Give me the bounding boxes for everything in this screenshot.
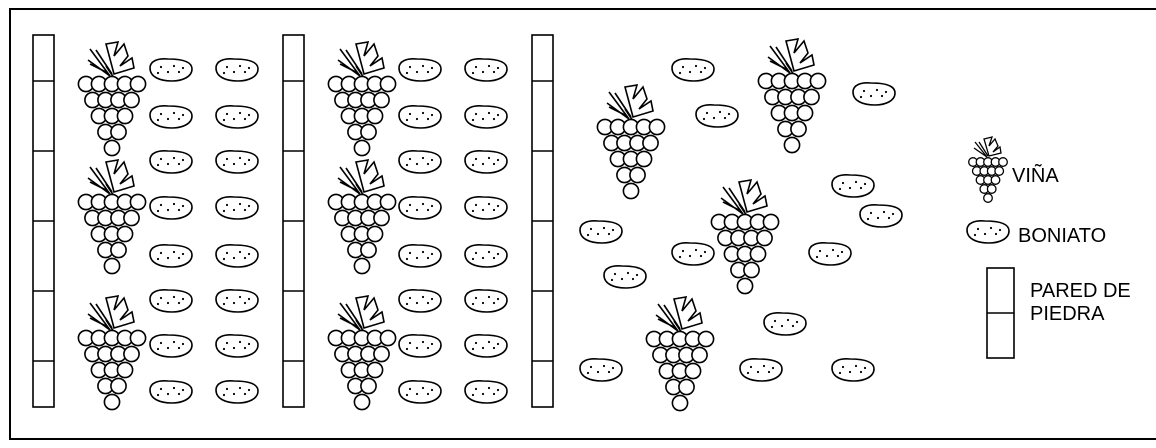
legend-label-boniato: BONIATO [1018, 225, 1106, 248]
sweet-potato-icon [399, 381, 441, 403]
sweet-potato-icon [399, 245, 441, 267]
sweet-potato-icon [399, 59, 441, 81]
sweet-potato-icon [465, 151, 507, 173]
sweet-potato-icon [150, 151, 192, 173]
sweet-potato-icon [150, 59, 192, 81]
sweet-potato-icon [465, 59, 507, 81]
sweet-potato-icon [216, 106, 258, 128]
stone-wall-left [33, 35, 54, 407]
grape-cluster-icon [646, 297, 713, 411]
grape-cluster-icon [758, 39, 825, 153]
sweet-potato-icon [860, 205, 902, 227]
sweet-potato-icon [465, 106, 507, 128]
sweet-potato-icon [216, 290, 258, 312]
sweet-potato-icon [604, 266, 646, 288]
grape-cluster-icon [78, 160, 145, 274]
sweet-potato-icon [399, 335, 441, 357]
sweet-potato-icon [832, 175, 874, 197]
sweet-potato-icon [764, 313, 806, 335]
grape-cluster-icon [328, 296, 395, 410]
sweet-potato-icon [465, 245, 507, 267]
sweet-potato-icon [465, 197, 507, 219]
sweet-potato-icon [853, 83, 895, 105]
grape-cluster-icon [78, 296, 145, 410]
sweet-potato-icon [465, 381, 507, 403]
stone-wall-right [532, 35, 553, 407]
sweet-potato-icon [150, 106, 192, 128]
sweet-potato-icon [580, 221, 622, 243]
sweet-potato-icon [216, 245, 258, 267]
sweet-potato-icon [672, 243, 714, 265]
sweet-potato-icon [216, 335, 258, 357]
sweet-potato-icon [216, 381, 258, 403]
legend-stone-wall-icon [987, 268, 1014, 358]
sweet-potato-icon [740, 359, 782, 381]
sweet-potato-icon [150, 197, 192, 219]
sweet-potato-icon [580, 359, 622, 381]
grape-cluster-icon [597, 85, 664, 199]
sweet-potato-icon [150, 245, 192, 267]
grape-cluster-icon [328, 160, 395, 274]
legend-label-pared-line1: PARED DE [1030, 280, 1131, 303]
sweet-potato-icon [465, 335, 507, 357]
sweet-potato-icon [809, 243, 851, 265]
legend-label-pared-line2: PIEDRA [1030, 303, 1131, 326]
grape-cluster-icon [711, 180, 778, 294]
stone-wall-middle [283, 35, 304, 407]
sweet-potato-icon [465, 290, 507, 312]
sweet-potato-icon [696, 105, 738, 127]
sweet-potato-icon [216, 59, 258, 81]
legend-sweet-potato-icon [967, 221, 1009, 243]
legend-label-pared: PARED DE PIEDRA [1030, 280, 1131, 326]
sweet-potato-icon [150, 381, 192, 403]
sweet-potato-icon [150, 290, 192, 312]
sweet-potato-icon [216, 151, 258, 173]
sweet-potato-icon [216, 197, 258, 219]
legend-label-vina: VIÑA [1012, 165, 1059, 188]
sweet-potato-icon [399, 151, 441, 173]
legend-grape-cluster-icon [969, 137, 1008, 202]
grape-cluster-icon [328, 42, 395, 156]
sweet-potato-icon [672, 59, 714, 81]
sweet-potato-icon [832, 359, 874, 381]
sweet-potato-icon [399, 290, 441, 312]
grape-cluster-icon [78, 42, 145, 156]
sweet-potato-icon [399, 197, 441, 219]
sweet-potato-icon [150, 335, 192, 357]
sweet-potato-icon [399, 106, 441, 128]
